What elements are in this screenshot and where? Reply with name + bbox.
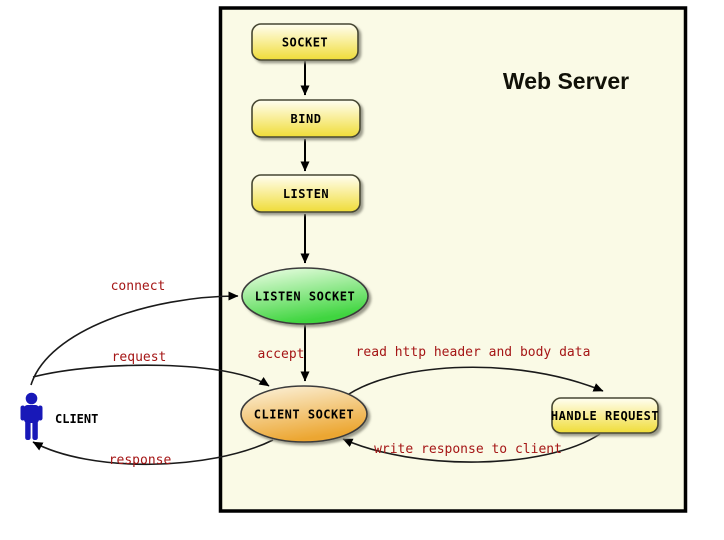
node-listen-socket: LISTEN SOCKET (241, 267, 369, 325)
web-server-title: Web Server (503, 68, 629, 94)
request-arrow (32, 364, 270, 387)
read-edge-label: read http header and body data (356, 345, 591, 360)
connect-arrow (30, 291, 239, 386)
write-edge-label: write response to client (374, 442, 562, 457)
client-actor-label: CLIENT (55, 412, 98, 426)
write-arrow (342, 433, 601, 463)
node-listen: LISTEN (251, 174, 361, 213)
node-handle-request-label: HANDLE REQUEST (551, 409, 659, 423)
client-person-icon (20, 392, 43, 440)
node-socket-label: SOCKET (282, 36, 328, 50)
node-client-socket: CLIENT SOCKET (240, 385, 368, 443)
node-handle-request: HANDLE REQUEST (551, 397, 659, 434)
node-listen-label: LISTEN (283, 187, 329, 201)
response-edge-label: response (109, 453, 172, 468)
accept-edge-label: accept (258, 347, 305, 362)
node-bind-label: BIND (291, 112, 322, 126)
node-client-socket-label: CLIENT SOCKET (254, 408, 354, 422)
request-edge-label: request (112, 350, 167, 365)
response-arrow (32, 439, 274, 466)
node-socket: SOCKET (251, 23, 359, 61)
node-bind: BIND (251, 99, 361, 138)
node-listen-socket-label: LISTEN SOCKET (255, 290, 355, 304)
connect-edge-label: connect (111, 279, 166, 294)
read-arrow (348, 366, 604, 395)
